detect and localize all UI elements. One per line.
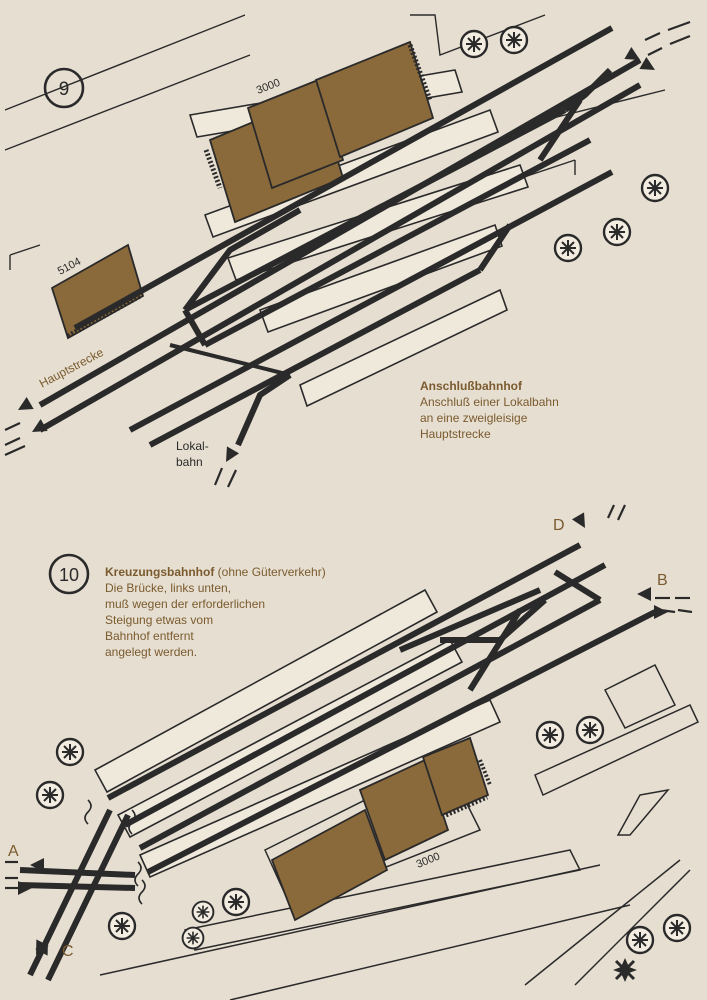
plan10-caption-title-suffix: (ohne Güterverkehr) <box>214 565 325 579</box>
plan10-track-d-inner <box>123 562 607 828</box>
plan9-mainline-track-2 <box>38 82 642 433</box>
plan10-crossover-3 <box>467 608 523 692</box>
plan10-tracks <box>19 542 657 982</box>
plan9-switch-left-2 <box>182 308 208 347</box>
tree-icon <box>602 217 632 247</box>
plan10-caption-line1: Die Brücke, links unten, <box>105 581 231 595</box>
plan10-track-end-dashes <box>5 504 693 890</box>
plan9-switch-left-1 <box>182 207 302 312</box>
plan10-direction-a: A <box>8 843 19 860</box>
plan10-track-b-upper <box>138 597 602 851</box>
plan10-track-a-2 <box>19 882 136 891</box>
tree-icon <box>625 925 655 955</box>
plan9-branch-label-line2: bahn <box>176 455 203 469</box>
tree-icon <box>35 780 65 810</box>
plan9-number-badge: 9 <box>43 67 85 109</box>
plan9-caption-title: Anschlußbahnhof <box>420 379 523 393</box>
tree-icon <box>181 926 205 950</box>
plan9-number: 9 <box>59 79 70 100</box>
plan9-branch-label-line1: Lokal- <box>176 439 209 453</box>
arrow-icon <box>14 396 34 417</box>
tree-icon <box>107 911 137 941</box>
plan9-platform-track-d <box>148 267 482 448</box>
plan10-crossover-1 <box>398 587 542 653</box>
plan10-station-building: 3000 <box>270 736 492 922</box>
plan9-platform-track-b <box>203 137 592 348</box>
plan10-number-badge: 10 <box>48 553 90 595</box>
plan9-mainline-track-1 <box>38 57 642 408</box>
plan10-track-a-1 <box>19 867 136 878</box>
plan9-switch-right-1 <box>563 67 613 113</box>
plan10-crossover-4 <box>553 569 602 603</box>
arrow-icon <box>639 56 659 77</box>
plan9-track-end-dashes <box>4 20 691 488</box>
arrow-icon <box>637 587 651 601</box>
plan10-direction-b: B <box>657 572 668 589</box>
plan10-direction-d: D <box>553 517 565 534</box>
plan9-building-main-label: 3000 <box>255 77 282 97</box>
plan-10: 10 Kreuzungsbahnhof (ohne Güterverkehr) … <box>5 504 699 1000</box>
plan9-siding-track-top <box>73 25 614 331</box>
tree-icon <box>191 900 215 924</box>
plan9-caption-line3: Hauptstrecke <box>420 427 491 441</box>
plan10-caption-line2: muß wegen der erforderlichen <box>105 597 265 611</box>
tree-icon <box>662 913 692 943</box>
plan10-bridge-track-c-2 <box>45 813 131 982</box>
plan10-caption-line4: Bahnhof entfernt <box>105 629 194 643</box>
tree-icon <box>55 737 85 767</box>
plan9-switch-right-2 <box>537 98 583 162</box>
arrow-icon <box>28 418 48 439</box>
plan10-trees <box>35 715 692 982</box>
arrow-icon <box>571 512 592 532</box>
plan9-platform-track-a <box>183 107 567 313</box>
plan10-track-d-outer <box>106 542 582 801</box>
tree-icon <box>575 715 605 745</box>
bridge-break-icon <box>84 799 146 905</box>
plan9-caption-line1: Anschluß einer Lokalbahn <box>420 395 559 409</box>
arrow-icon <box>219 446 240 466</box>
plan10-number: 10 <box>59 565 79 585</box>
plan10-track-b-lower <box>146 609 657 875</box>
tree-icon <box>640 173 670 203</box>
plan10-caption: Kreuzungsbahnhof (ohne Güterverkehr) Die… <box>105 565 326 659</box>
tree-icon <box>553 233 583 263</box>
plan10-direction-c: C <box>62 943 74 960</box>
plan9-small-building: 5104 <box>50 243 145 340</box>
plan9-main-building: 3000 <box>203 40 435 224</box>
plan10-caption-title-line: Kreuzungsbahnhof (ohne Güterverkehr) <box>105 565 326 579</box>
plan10-caption-title: Kreuzungsbahnhof <box>105 565 215 579</box>
plan9-branch-line-track <box>235 372 292 447</box>
plan9-caption-line2: an eine zweigleisige <box>420 411 528 425</box>
plan9-caption: Anschlußbahnhof Anschluß einer Lokalbahn… <box>420 379 559 441</box>
plan-9: 3000 5104 <box>4 14 691 488</box>
tree-icon <box>535 720 565 750</box>
plan9-switch-right-3 <box>477 223 513 272</box>
tree-icon <box>613 958 637 982</box>
tree-icon <box>499 25 529 55</box>
plan10-caption-line3: Steigung etwas vom <box>105 613 213 627</box>
plan9-platform-track-c <box>128 169 614 433</box>
plan9-tracks <box>38 25 642 448</box>
tree-icon <box>459 29 489 59</box>
plan10-caption-line5: angelegt werden. <box>105 645 197 659</box>
arrow-icon <box>654 605 668 619</box>
tree-icon <box>221 887 251 917</box>
